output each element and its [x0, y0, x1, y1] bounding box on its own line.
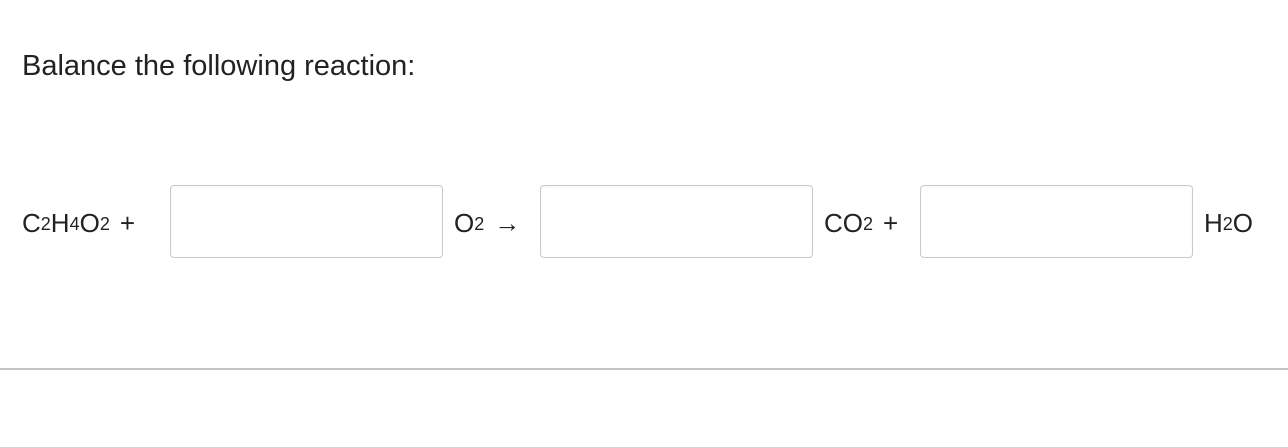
- coefficient-input-o2[interactable]: [170, 185, 443, 258]
- coefficient-input-h2o[interactable]: [920, 185, 1193, 258]
- reaction-arrow: →: [494, 208, 521, 238]
- section-divider: [0, 368, 1288, 370]
- question-prompt: Balance the following reaction:: [22, 50, 416, 82]
- coefficient-input-co2[interactable]: [540, 185, 813, 258]
- plus-sign: +: [119, 208, 136, 238]
- plus-sign: +: [883, 208, 899, 238]
